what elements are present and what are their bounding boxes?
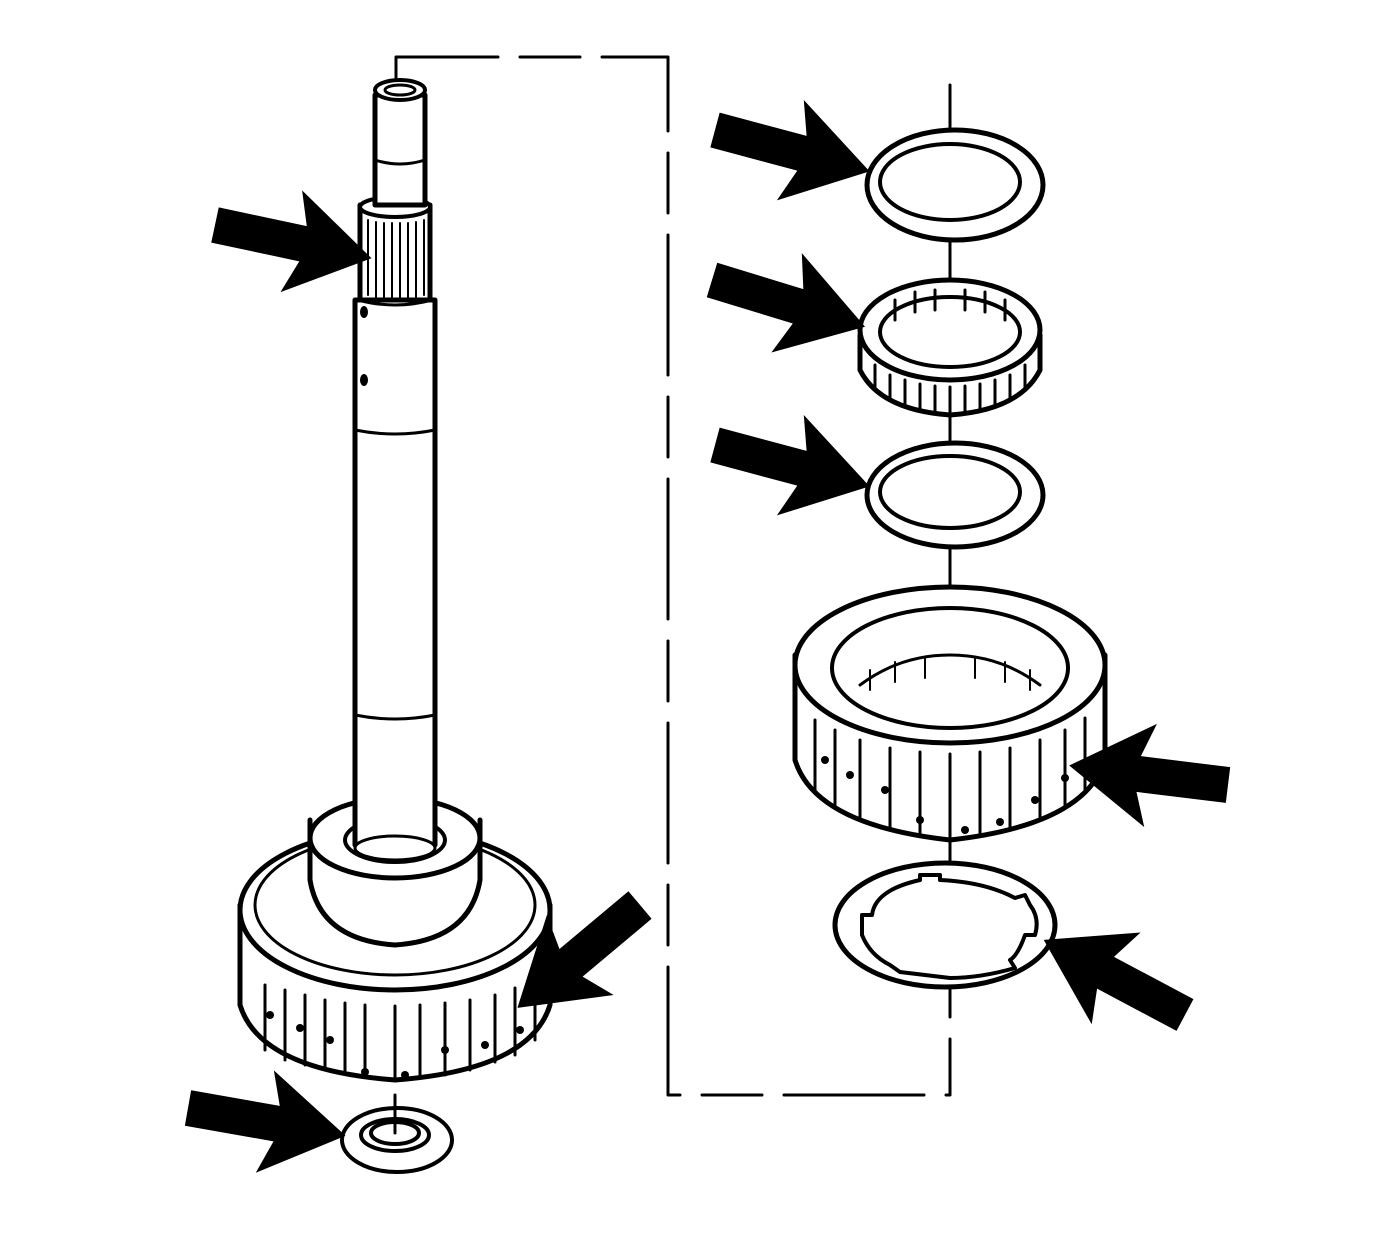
arrow-icon [1069,723,1231,828]
assembly-guide-line [394,55,952,1097]
thrust-washer-middle [864,440,1046,550]
callout-arrows [184,99,1231,1173]
input-shaft [352,78,438,862]
needle-bearing [857,277,1043,418]
thrust-washer-bottom [340,1093,454,1174]
arrow-icon [1043,932,1194,1031]
arrow-icon [211,190,372,293]
arrow-icon [706,253,866,353]
thrust-washer-upper [864,127,1046,243]
arrow-icon [184,1070,346,1173]
arrow-icon [710,414,870,516]
arrow-icon [517,891,652,1008]
thrust-washer-tabbed [832,860,1058,990]
arrow-icon [710,99,870,201]
clutch-hub-drum [792,584,1108,843]
